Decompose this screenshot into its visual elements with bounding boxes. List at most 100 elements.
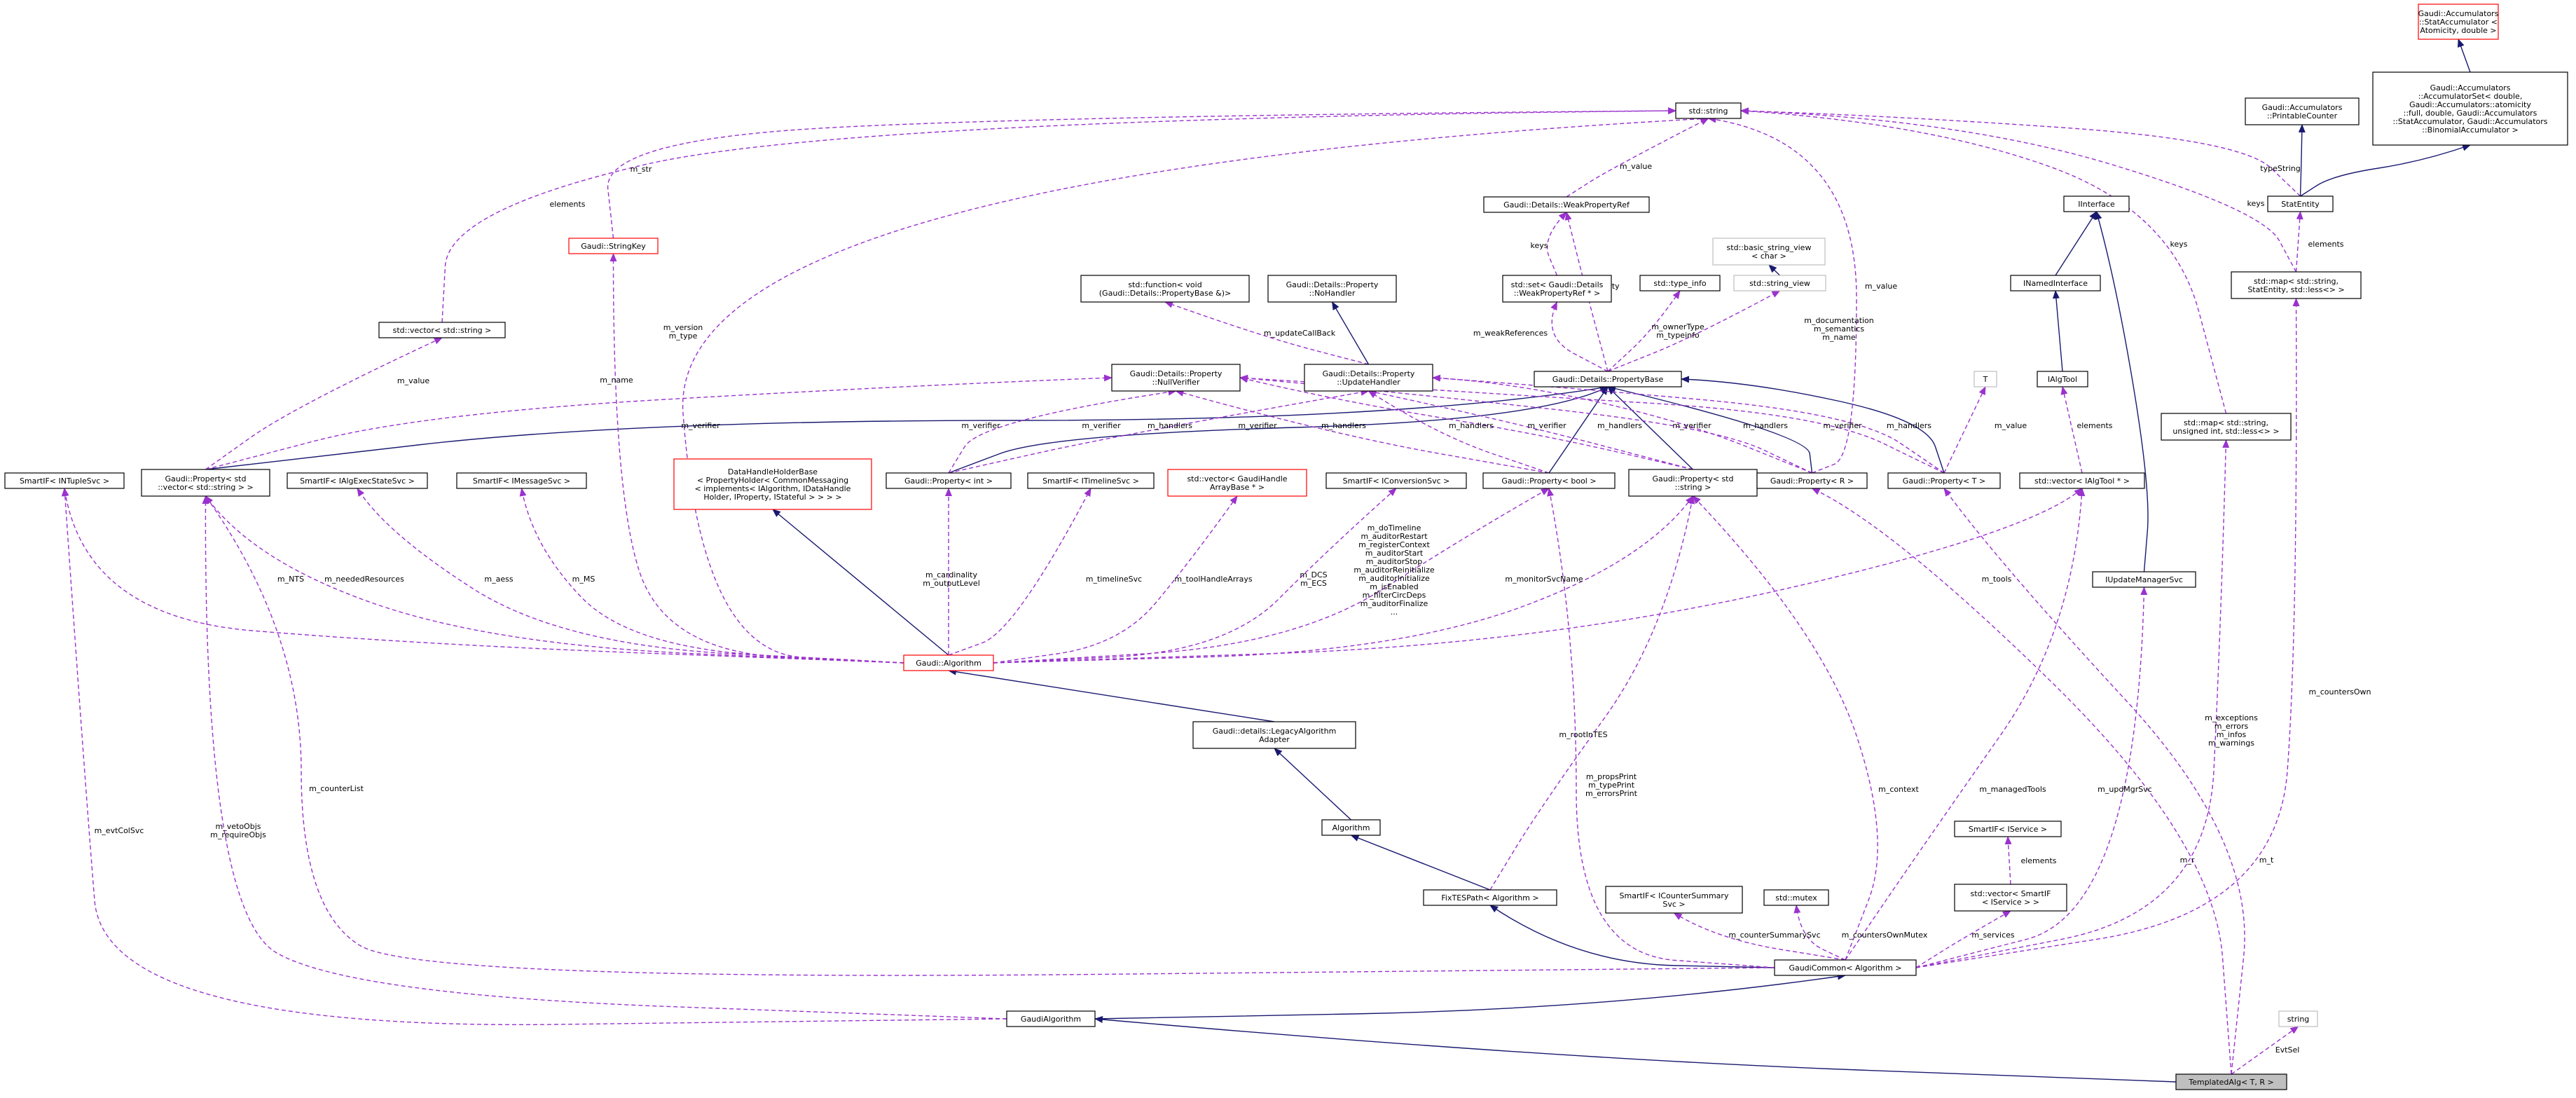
class-node-std-set[interactable]: std::set< Gaudi::Details::WeakPropertyRe… — [1502, 275, 1612, 303]
class-box — [1733, 275, 1826, 291]
class-name: Gaudi::Details::WeakPropertyRef — [1503, 200, 1630, 210]
class-node-iupdate-mgr[interactable]: IUpdateManagerSvc — [2092, 571, 2196, 588]
class-node-smartif-timeline[interactable]: SmartIF< ITimelineSvc > — [1027, 472, 1155, 489]
inheritance-edge-stat-entity-to-printable — [2298, 124, 2306, 197]
class-node-smartif-iservice[interactable]: SmartIF< IService > — [1954, 821, 2062, 837]
class-box — [378, 322, 506, 338]
class-node-stat-entity[interactable]: StatEntity — [2267, 195, 2334, 212]
inheritance-edge-iupdate-to-iinterface — [2095, 211, 2149, 572]
class-box — [2245, 97, 2360, 125]
class-node-update-handler[interactable]: Gaudi::Details::Property::UpdateHandler — [1304, 364, 1433, 392]
class-name: std::vector< std::string > — [393, 326, 492, 335]
class-node-smartif-message[interactable]: SmartIF< IMessageSvc > — [456, 472, 587, 489]
class-node-std-map-stat[interactable]: std::map< std::string,StatEntity, std::l… — [2231, 271, 2362, 299]
edge-label-lbl-verifier2: m_verifier — [961, 421, 1000, 430]
edge-label-lbl-aess: m_aess — [484, 575, 513, 584]
class-node-T[interactable]: T — [1974, 371, 1997, 387]
class-node-templated-alg[interactable]: TemplatedAlg< T, R > — [2175, 1073, 2287, 1090]
class-node-prop-base[interactable]: Gaudi::Details::PropertyBase — [1534, 371, 1682, 387]
class-node-algorithm[interactable]: Algorithm — [1321, 819, 1381, 836]
class-node-datahandle-holder[interactable]: DataHandleHolderBase< PropertyHolder< Co… — [673, 458, 872, 510]
class-node-std-string[interactable]: std::string — [1675, 102, 1742, 119]
class-node-stat-acc[interactable]: Gaudi::Accumulators::StatAccumulator <At… — [2418, 4, 2499, 40]
class-node-vec-ialgtool[interactable]: std::vector< IAlgTool * > — [2019, 472, 2145, 489]
class-name: StatEntity — [2281, 200, 2320, 209]
class-node-acc-set[interactable]: Gaudi::Accumulators::AccumulatorSet< dou… — [2372, 71, 2568, 146]
class-node-prop-bool[interactable]: Gaudi::Property< bool > — [1482, 472, 1616, 489]
class-node-smartif-intuple[interactable]: SmartIF< INTupleSvc > — [4, 472, 125, 489]
class-node-std-mutex[interactable]: std::mutex — [1763, 889, 1829, 906]
usage-edge-gaudi-alg-toolhandle — [993, 495, 1238, 664]
class-name: IUpdateManagerSvc — [2105, 575, 2183, 584]
class-box — [1321, 819, 1381, 836]
inheritance-edge-fixtes-to-algorithm — [1350, 835, 1491, 891]
class-box — [1483, 196, 1650, 213]
class-box — [141, 469, 270, 497]
class-node-gaudi-algorithm[interactable]: Gaudi::Algorithm — [903, 654, 994, 671]
class-name: Gaudi::Details::Property::NullVerifier — [1130, 369, 1222, 387]
class-node-std-map-uint[interactable]: std::map< std::string,unsigned int, std:… — [2161, 413, 2292, 441]
inheritance-edge-inamed-to-iinterface — [2055, 211, 2098, 276]
class-node-std-string-view[interactable]: std::string_view — [1733, 275, 1826, 291]
usage-edge-weakref-value — [1566, 118, 1709, 198]
class-box — [2267, 195, 2334, 212]
class-node-null-verifier[interactable]: Gaudi::Details::Property::NullVerifier — [1111, 364, 1241, 392]
usage-edge-gaudi-alg-name — [609, 253, 904, 664]
class-node-ialgtool[interactable]: IAlgTool — [2037, 371, 2088, 387]
class-node-prop-T[interactable]: Gaudi::Property< T > — [1887, 472, 2001, 489]
class-node-string-plain[interactable]: string — [2278, 1010, 2318, 1027]
class-node-fixtespath[interactable]: FixTESPath< Algorithm > — [1423, 889, 1557, 906]
edge-label-lbl-verifier5: m_verifier — [1527, 421, 1566, 430]
usage-edge-gaudi-alg-dcs — [993, 488, 1397, 664]
class-name: Gaudi::Property< int > — [904, 476, 993, 486]
class-name: std::set< Gaudi::Details::WeakPropertyRe… — [1511, 280, 1604, 298]
class-box — [903, 654, 994, 671]
inheritance-edge-prop-str-to-base — [1607, 386, 1693, 470]
class-node-string-key[interactable]: Gaudi::StringKey — [568, 238, 659, 254]
class-node-vec-smartif-iservice[interactable]: std::vector< SmartIF< IService > > — [1954, 884, 2067, 912]
class-node-smartif-conversion[interactable]: SmartIF< IConversionSvc > — [1325, 472, 1467, 489]
edge-label-lbl-toolhandle: m_toolHandleArrays — [1174, 575, 1252, 584]
class-node-weak-prop-ref[interactable]: Gaudi::Details::WeakPropertyRef — [1483, 196, 1650, 213]
class-node-no-handler[interactable]: Gaudi::Details::Property::NoHandler — [1267, 275, 1397, 303]
edge-label-lbl-countersmutex: m_countersOwnMutex — [1842, 931, 1928, 940]
inheritance-edge-update-handler-to-nohandler — [1331, 301, 1370, 365]
class-node-inamed-interface[interactable]: INamedInterface — [2010, 275, 2101, 291]
edge-label-lbl-keys-map: keys — [2247, 199, 2265, 208]
inheritance-edge-gaudicommon-to-fixtes — [1489, 905, 1775, 968]
class-node-prop-vec-string[interactable]: Gaudi::Property< std::vector< std::strin… — [141, 469, 270, 497]
inheritance-edge-prop-vec-string-to-base — [205, 384, 1609, 470]
class-name: std::mutex — [1775, 893, 1817, 903]
class-node-prop-int[interactable]: Gaudi::Property< int > — [886, 472, 1012, 489]
class-node-prop-R[interactable]: Gaudi::Property< R > — [1756, 472, 1868, 489]
class-node-gaudialgorithm[interactable]: GaudiAlgorithm — [1006, 1010, 1096, 1027]
class-node-iinterface[interactable]: IInterface — [2063, 195, 2130, 212]
class-box — [1192, 721, 1356, 749]
class-node-gaudicommon[interactable]: GaudiCommon< Algorithm > — [1774, 959, 1917, 976]
class-name: Gaudi::Algorithm — [916, 659, 982, 668]
class-box — [1006, 1010, 1096, 1027]
usage-edge-prop-bool-verifier — [1175, 390, 1550, 474]
class-box — [2372, 71, 2568, 146]
usage-edge-gaudi-alg-version — [682, 115, 1709, 664]
class-node-basic-string-view[interactable]: std::basic_string_view< char > — [1712, 238, 1826, 266]
class-node-std-function[interactable]: std::function< void(Gaudi::Details::Prop… — [1080, 275, 1250, 303]
class-node-prop-std-string[interactable]: Gaudi::Property< std::string > — [1628, 469, 1758, 497]
usage-edge-vec-ialgtool-elements — [2060, 386, 2083, 474]
class-node-smartif-algexec[interactable]: SmartIF< IAlgExecStateSvc > — [287, 472, 428, 489]
class-node-vec-string[interactable]: std::vector< std::string > — [378, 322, 506, 338]
class-node-type-info[interactable]: std::type_info — [1639, 275, 1721, 291]
inheritance-edge-prop-bool-to-base — [1548, 386, 1609, 474]
class-box — [1675, 102, 1742, 119]
class-name: Gaudi::Property< bool > — [1501, 476, 1596, 486]
inheritance-edge-templated-to-gaudialg — [1094, 1015, 2177, 1083]
inheritance-edge-ialgtool-to-inamed — [2052, 290, 2063, 372]
class-node-printable-counter[interactable]: Gaudi::Accumulators::PrintableCounter — [2245, 97, 2360, 125]
class-name: std::vector< SmartIF< IService > > — [1971, 889, 2051, 907]
